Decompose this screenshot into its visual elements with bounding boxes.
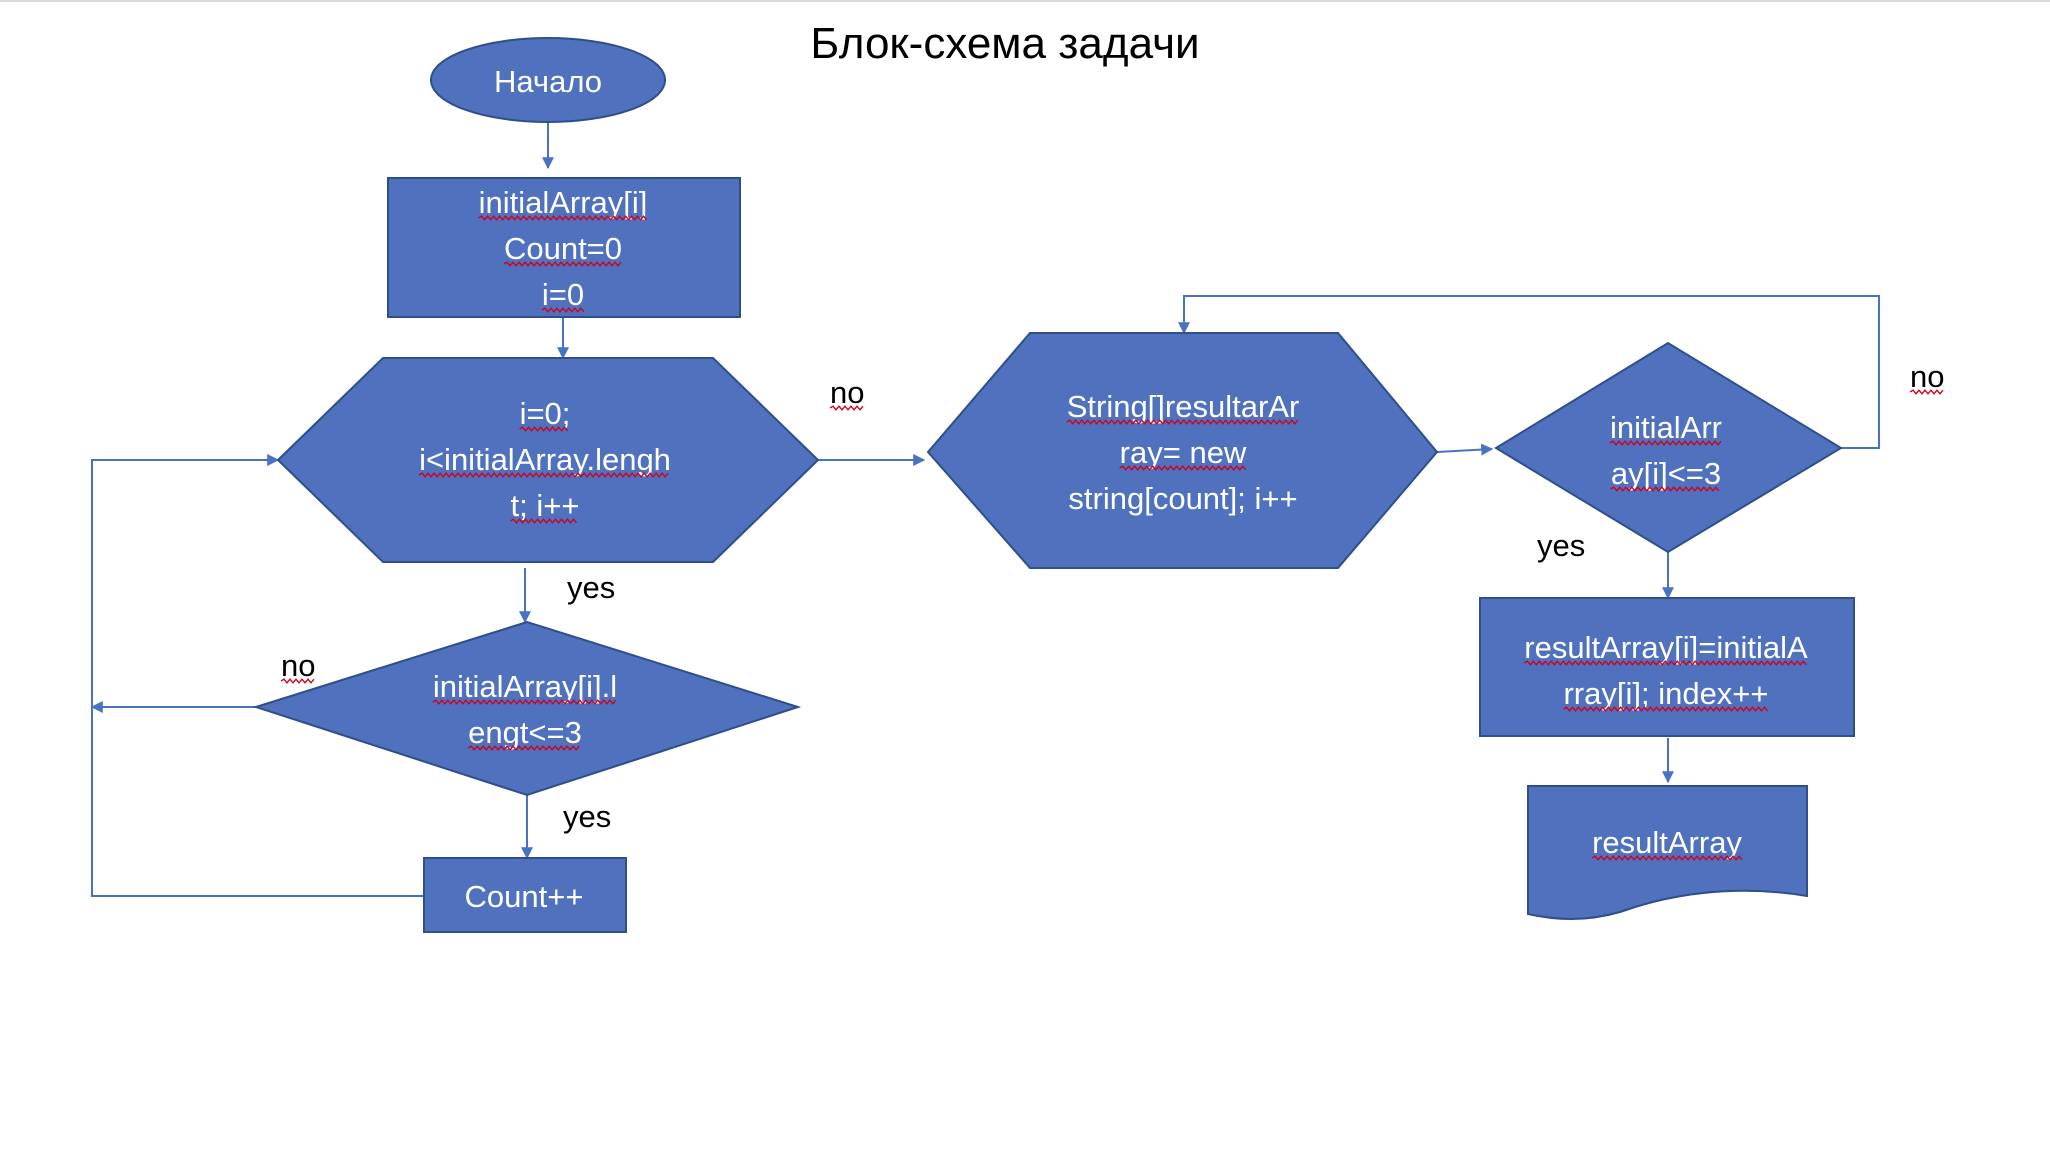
output-label-squiggle — [1591, 855, 1743, 861]
cond1-yes-label: yes — [563, 799, 611, 834]
assign-process-box — [1479, 597, 1855, 737]
new-array-hexagon — [926, 332, 1439, 569]
loop1-line-3: t; i++ — [511, 488, 580, 523]
start-label: Начало — [494, 64, 602, 99]
new-array-line-2: ray= new — [1120, 435, 1247, 470]
assign-line-2-squiggle — [1563, 706, 1769, 712]
connectors — [90, 122, 1880, 897]
cond2-line-1: initialArr — [1610, 410, 1722, 445]
output-document-shape — [1527, 785, 1808, 920]
loop1-line-2: i<initialArray.lengh — [419, 442, 671, 477]
shapes — [252, 37, 1855, 933]
cond2-no-label-squiggle — [1909, 389, 1944, 395]
assign-line-2: rray[i]; index++ — [1563, 676, 1768, 711]
start-terminal — [430, 37, 666, 123]
init-line-3-squiggle — [541, 307, 585, 313]
shape-texts: Начало initialArray[i] Count=0 i=0 i=0; … — [419, 64, 1808, 914]
branch-labels: no yes no yes no yes — [281, 359, 1944, 834]
init-line-1-squiggle — [478, 215, 648, 221]
new-array-line-2-squiggle — [1119, 465, 1247, 471]
assign-line-1: resultArray[i]=initialA — [1524, 630, 1808, 665]
top-rule — [0, 0, 2050, 2]
loop1-no-label: no — [830, 375, 864, 410]
cond1-decision-diamond — [252, 620, 802, 797]
cond2-yes-label: yes — [1537, 528, 1585, 563]
new-array-line-1: String[]resultarAr — [1067, 389, 1300, 424]
diagram-title: Блок-схема задачи — [810, 19, 1199, 68]
cond2-line-2-squiggle — [1610, 486, 1720, 492]
cond1-line-1-squiggle — [432, 699, 617, 705]
cond1-line-2: engt<=3 — [468, 715, 582, 750]
cond2-line-2: ay[i]<=3 — [1611, 456, 1721, 491]
cond1-no-label: no — [281, 648, 315, 683]
new-array-line-1-squiggle — [1066, 419, 1299, 425]
loop1-hexagon — [276, 357, 820, 563]
cond1-line-1: initialArray[i].l — [433, 669, 617, 704]
init-process-box — [387, 177, 741, 318]
output-label: resultArray — [1592, 825, 1742, 860]
edge-new-array-to-cond2 — [1436, 443, 1494, 456]
loop1-yes-label: yes — [567, 570, 615, 605]
cond1-line-2-squiggle — [467, 745, 580, 751]
loop1-line-2-squiggle — [418, 472, 669, 478]
cond2-no-label: no — [1910, 359, 1944, 394]
spellcheck-underlines — [280, 215, 1944, 861]
edge-count-loop-back — [91, 454, 424, 897]
init-line-1: initialArray[i] — [479, 185, 648, 220]
cond2-decision-diamond — [1494, 341, 1843, 554]
count-increment-label: Count++ — [465, 879, 584, 914]
cond1-no-label-squiggle — [280, 678, 315, 684]
count-increment-box — [423, 857, 627, 933]
loop1-line-1-squiggle — [519, 426, 569, 432]
init-line-2: Count=0 — [504, 231, 622, 266]
new-array-line-3: string[count]; i++ — [1068, 481, 1297, 516]
loop1-line-1: i=0; — [520, 396, 571, 431]
loop1-no-label-squiggle — [829, 405, 864, 411]
loop1-line-3-squiggle — [510, 518, 578, 524]
edge-cond2-no-loop — [1178, 295, 1880, 449]
init-line-2-squiggle — [503, 261, 622, 267]
assign-line-1-squiggle — [1523, 660, 1807, 666]
init-line-3: i=0 — [542, 277, 584, 312]
cond2-line-1-squiggle — [1609, 440, 1722, 446]
